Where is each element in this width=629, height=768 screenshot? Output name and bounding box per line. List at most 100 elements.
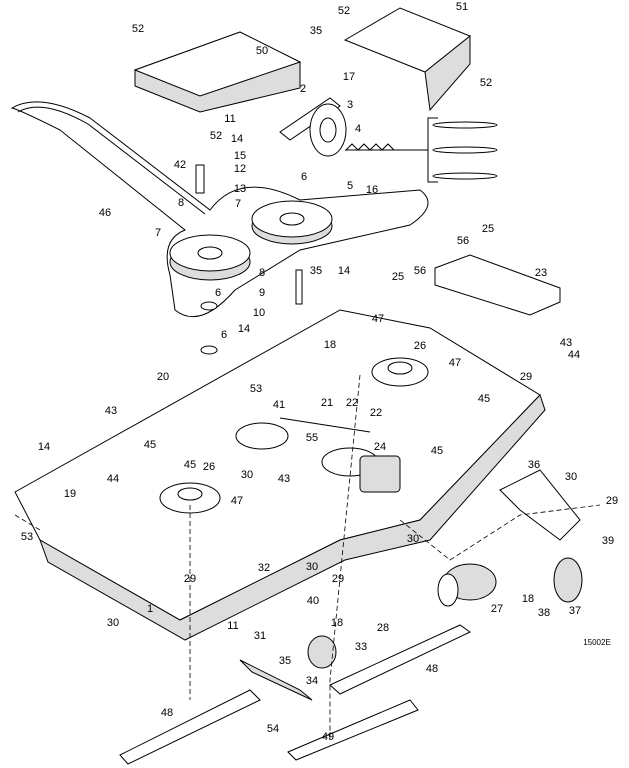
callout-30: 30	[306, 561, 318, 573]
callout-37: 37	[569, 605, 581, 617]
drive-belt	[10, 101, 429, 318]
callout-24: 24	[374, 441, 386, 453]
callout-26: 26	[414, 340, 426, 352]
callout-30: 30	[241, 469, 253, 481]
callout-8: 8	[178, 197, 184, 209]
callout-52: 52	[338, 5, 350, 17]
callout-51: 51	[456, 1, 468, 13]
callout-30: 30	[107, 617, 119, 629]
callout-17: 17	[343, 71, 355, 83]
callout-30: 30	[407, 533, 419, 545]
callout-43: 43	[278, 473, 290, 485]
callout-41: 41	[273, 399, 285, 411]
callout-25: 25	[392, 271, 404, 283]
callout-29: 29	[606, 495, 618, 507]
callout-36: 36	[528, 459, 540, 471]
callout-35: 35	[310, 25, 322, 37]
callout-56: 56	[457, 235, 469, 247]
callout-47: 47	[449, 357, 461, 369]
callout-32: 32	[258, 562, 270, 574]
callout-40: 40	[307, 595, 319, 607]
callout-56: 56	[414, 265, 426, 277]
callout-3: 3	[347, 99, 353, 111]
callout-52: 52	[132, 23, 144, 35]
callout-47: 47	[372, 313, 384, 325]
blade-left	[119, 689, 261, 765]
callout-44: 44	[568, 349, 580, 361]
callout-35: 35	[310, 265, 322, 277]
callout-6: 6	[215, 287, 221, 299]
callout-44: 44	[107, 473, 119, 485]
callout-20: 20	[157, 371, 169, 383]
callout-47: 47	[231, 495, 243, 507]
callout-14: 14	[338, 265, 350, 277]
belt-cover-left	[133, 31, 302, 113]
callout-49: 49	[322, 731, 334, 743]
callout-45: 45	[184, 459, 196, 471]
callout-12: 12	[234, 163, 246, 175]
callout-18: 18	[331, 617, 343, 629]
callout-22: 22	[370, 407, 382, 419]
callout-29: 29	[520, 371, 532, 383]
callout-5: 5	[347, 180, 353, 192]
callout-52: 52	[480, 77, 492, 89]
callout-29: 29	[184, 573, 196, 585]
callout-21: 21	[321, 397, 333, 409]
callout-27: 27	[491, 603, 503, 615]
callout-48: 48	[161, 707, 173, 719]
callout-46: 46	[99, 207, 111, 219]
callout-13: 13	[234, 183, 246, 195]
callout-28: 28	[377, 622, 389, 634]
callout-19: 19	[64, 488, 76, 500]
callout-14: 14	[231, 133, 243, 145]
callout-48: 48	[426, 663, 438, 675]
belt-cover-right	[343, 7, 471, 112]
mower-deck	[14, 254, 561, 641]
callout-45: 45	[431, 445, 443, 457]
callout-18: 18	[324, 339, 336, 351]
callout-4: 4	[355, 123, 361, 135]
callout-14: 14	[38, 441, 50, 453]
callout-10: 10	[253, 307, 265, 319]
callout-45: 45	[144, 439, 156, 451]
callout-38: 38	[538, 607, 550, 619]
callout-43: 43	[105, 405, 117, 417]
callout-31: 31	[254, 630, 266, 642]
callout-39: 39	[602, 535, 614, 547]
callout-7: 7	[155, 227, 161, 239]
pulley-left	[169, 234, 251, 281]
callout-33: 33	[355, 641, 367, 653]
callout-25: 25	[482, 223, 494, 235]
callout-14: 14	[238, 323, 250, 335]
callout-9: 9	[259, 287, 265, 299]
callout-29: 29	[332, 573, 344, 585]
callout-23: 23	[535, 267, 547, 279]
blade-adapter	[239, 659, 313, 701]
drawing-code: 15002E	[583, 638, 611, 647]
callout-1: 1	[147, 603, 153, 615]
blade-center	[287, 699, 419, 761]
callout-53: 53	[21, 531, 33, 543]
blade-right	[329, 624, 471, 695]
callout-45: 45	[478, 393, 490, 405]
callout-35: 35	[279, 655, 291, 667]
callout-30: 30	[565, 471, 577, 483]
callout-26: 26	[203, 461, 215, 473]
callout-43: 43	[560, 337, 572, 349]
callout-11: 11	[224, 113, 235, 125]
callout-55: 55	[306, 432, 318, 444]
callout-7: 7	[235, 198, 241, 210]
blade-inset	[345, 117, 498, 183]
callout-53: 53	[250, 383, 262, 395]
callout-16: 16	[366, 184, 378, 196]
callout-6: 6	[301, 171, 307, 183]
callout-6: 6	[221, 329, 227, 341]
callout-50: 50	[256, 45, 268, 57]
callout-34: 34	[306, 675, 318, 687]
callout-54: 54	[267, 723, 279, 735]
callout-18: 18	[522, 593, 534, 605]
callout-22: 22	[346, 397, 358, 409]
